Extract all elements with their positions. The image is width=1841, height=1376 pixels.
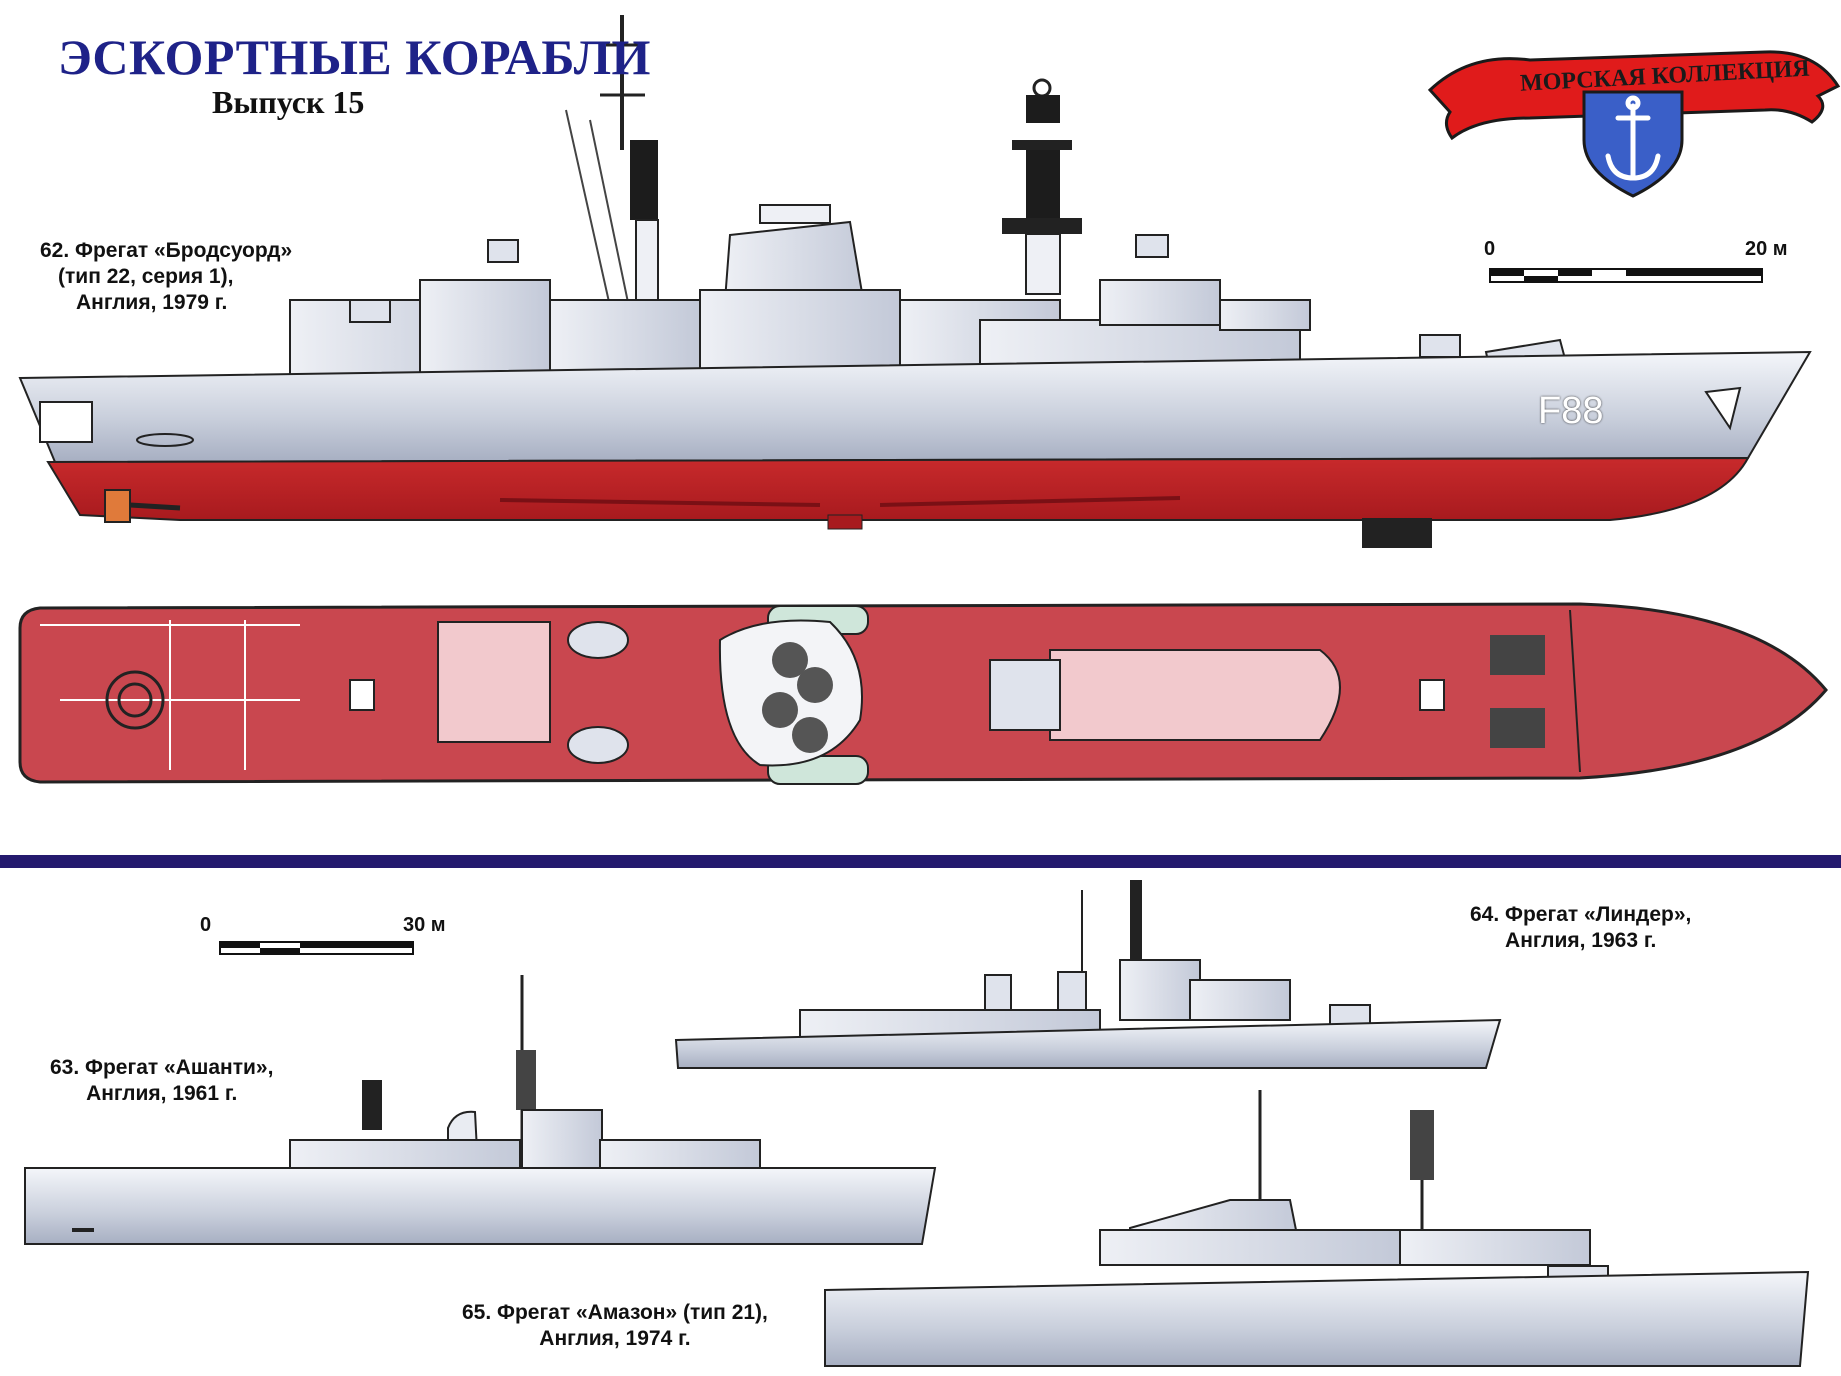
ship-64-line1: 64. Фрегат «Линдер», — [1470, 903, 1692, 926]
ship-65-caption: 65. Фрегат «Амазон» (тип 21), Англия, 19… — [462, 1300, 768, 1352]
ship-62-line3: Англия, 1979 г. — [76, 291, 228, 314]
ship-65-side-view — [824, 1090, 1810, 1367]
ship-65-line1: 65. Фрегат «Амазон» (тип 21), — [462, 1301, 768, 1324]
anchor-icon — [1605, 95, 1661, 181]
ship-62-line1: 62. Фрегат «Бродсуорд» — [40, 239, 293, 262]
ship-63-side-view — [24, 975, 937, 1245]
ship-63-line2: Англия, 1961 г. — [86, 1082, 238, 1105]
ship-65-line2: Англия, 1974 г. — [539, 1327, 691, 1350]
scale-top-end: 20 м — [1745, 238, 1788, 260]
scale-bottom-start: 0 — [200, 914, 212, 936]
ship-63-caption: 63. Фрегат «Ашанти», Англия, 1961 г. — [50, 1055, 273, 1107]
ship-62-caption: 62. Фрегат «Бродсуорд» (тип 22, серия 1)… — [40, 238, 292, 316]
scale-bottom-end: 30 м — [403, 914, 446, 936]
page-title: ЭСКОРТНЫЕ КОРАБЛИ — [58, 29, 651, 85]
ship-64-line2: Англия, 1963 г. — [1505, 929, 1657, 952]
scale-bar-bottom — [219, 941, 414, 955]
ship-63-line1: 63. Фрегат «Ашанти», — [50, 1056, 274, 1079]
hull-number: F88 — [1538, 390, 1604, 432]
ship-64-side-view — [674, 880, 1502, 1069]
ship-62-top-view — [18, 602, 1828, 785]
collection-logo — [1427, 50, 1841, 198]
ship-62-line2: (тип 22, серия 1), — [58, 265, 234, 288]
ship-62-side-view — [18, 15, 1812, 548]
ship-64-caption: 64. Фрегат «Линдер», Англия, 1963 г. — [1470, 902, 1691, 954]
scale-bar-top — [1489, 268, 1763, 283]
section-divider — [0, 855, 1841, 868]
scale-top-start: 0 — [1484, 238, 1496, 260]
issue-number: Выпуск 15 — [212, 84, 365, 120]
